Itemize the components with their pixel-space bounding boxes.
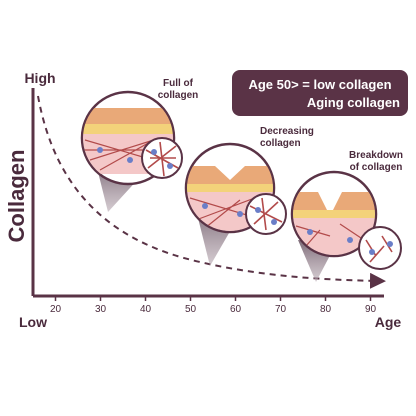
fiber-zoom-circle-3	[358, 226, 402, 270]
skin-illustration-middle	[184, 142, 287, 266]
annotation-1-line1: Full of	[163, 78, 194, 89]
callout-line1: Age 50> = low collagen	[248, 77, 391, 92]
annotation-2-line1: Decreasing	[260, 126, 314, 137]
annotation-1-line2: collagen	[158, 90, 199, 101]
x-tick-label: 90	[365, 304, 377, 315]
x-tick-label: 40	[140, 304, 152, 315]
x-tick-label: 30	[95, 304, 107, 315]
callout-line2: Aging collagen	[307, 95, 400, 110]
x-tick-label: 70	[275, 304, 287, 315]
skin-illustration-young	[80, 90, 183, 212]
skin-illustration-aged	[290, 170, 402, 282]
annotation-3-line1: Breakdown	[349, 150, 403, 161]
x-axis-ticks: 20 30 40 50 60 70 80 90	[50, 296, 377, 315]
annotation-3-line2: of collagen	[350, 162, 403, 173]
y-axis-title: Collagen	[4, 150, 29, 243]
y-axis-high-label: High	[24, 70, 55, 86]
collagen-decay-curve	[37, 95, 386, 289]
x-tick-label: 60	[230, 304, 242, 315]
annotation-2-line2: collagen	[260, 138, 301, 149]
x-tick-label: 80	[320, 304, 332, 315]
x-axis-title: Age	[375, 314, 402, 330]
x-tick-label: 50	[185, 304, 197, 315]
x-axis-low-label: Low	[19, 314, 47, 330]
callout-box	[232, 70, 408, 116]
x-tick-label: 20	[50, 304, 62, 315]
